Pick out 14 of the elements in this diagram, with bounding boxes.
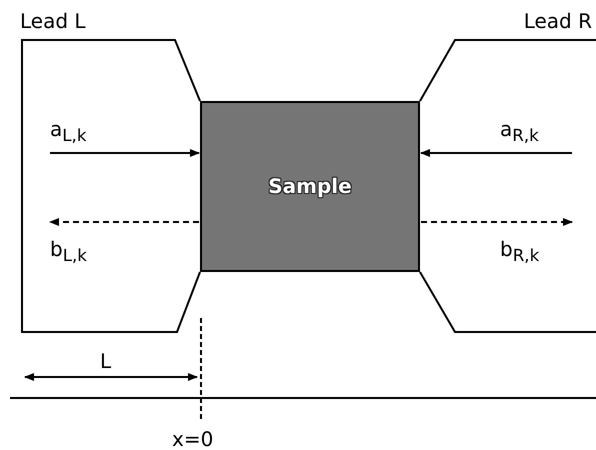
arrow <box>421 218 573 226</box>
edge-label: a$_{L,k}$ <box>50 118 86 147</box>
edge-label: a$_{R,k}$ <box>500 118 539 147</box>
position-label: x=0 <box>172 428 214 450</box>
arrow <box>49 218 199 226</box>
arrow <box>420 149 572 157</box>
lead-heading: Lead R <box>524 10 592 32</box>
arrow <box>50 149 200 157</box>
sample-label: Sample <box>267 175 353 197</box>
lead-heading: Lead L <box>20 10 86 32</box>
sample-box <box>200 101 420 272</box>
dimension-label: L <box>100 350 112 372</box>
edge-label: b$_{L,k}$ <box>50 238 87 267</box>
edge-label: b$_{R,k}$ <box>500 238 540 267</box>
